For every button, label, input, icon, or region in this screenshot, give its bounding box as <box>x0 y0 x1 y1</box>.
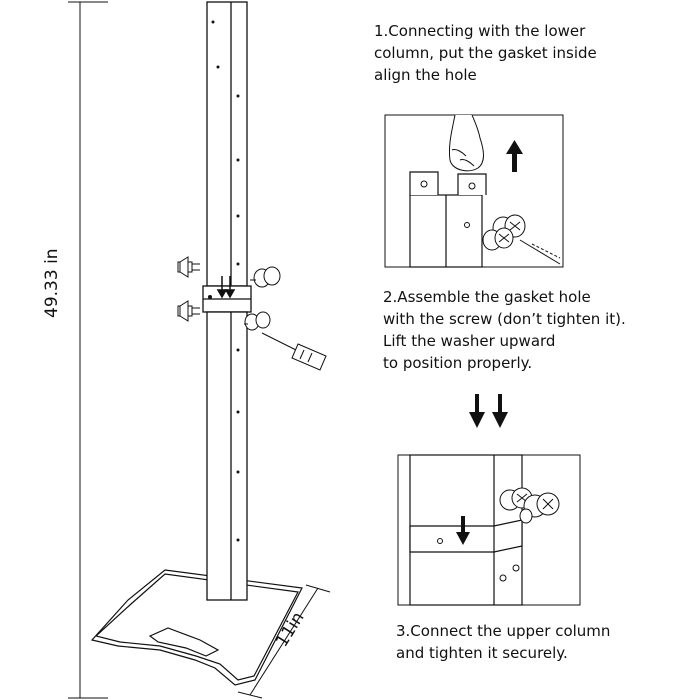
step-1-line-3: align the hole <box>374 66 477 84</box>
base-plate <box>90 569 303 686</box>
column <box>202 1 252 601</box>
step-3-line-2: and tighten it securely. <box>396 644 568 662</box>
column-screws <box>177 256 281 331</box>
step-3-text: 3.Connect the upper column and tighten i… <box>396 620 610 664</box>
step-1-line-2: column, put the gasket inside <box>374 44 597 62</box>
step-2-line-4: to position properly. <box>383 354 533 372</box>
detail-box-2 <box>397 454 581 606</box>
width-dimension <box>237 584 331 699</box>
height-dimension <box>68 1 108 699</box>
step-1-line-1: 1.Connecting with the lower <box>374 22 586 40</box>
height-label: 49.33 in <box>42 248 62 318</box>
step-2-text: 2.Assemble the gasket hole with the scre… <box>383 286 626 374</box>
screwdriver <box>261 332 327 371</box>
step-2-line-2: with the screw (don’t tighten it). <box>383 310 626 328</box>
step-2-line-1: 2.Assemble the gasket hole <box>383 288 591 306</box>
step-3-line-1: 3.Connect the upper column <box>396 622 611 640</box>
step-2-line-3: Lift the washer upward <box>383 332 556 350</box>
detail-box-1 <box>384 114 564 268</box>
down-arrows <box>469 394 508 428</box>
step-1-text: 1.Connecting with the lower column, put … <box>374 20 597 86</box>
